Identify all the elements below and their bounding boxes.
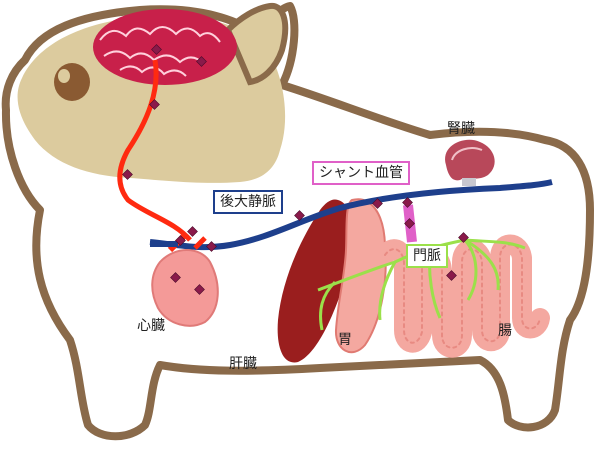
label-caudal-vena-cava: 後大静脈 <box>213 190 283 214</box>
stomach-organ <box>334 198 387 354</box>
eye-highlight <box>58 69 70 83</box>
label-shunt-vessel: シャント血管 <box>312 161 410 185</box>
label-stomach: 胃 <box>338 332 352 348</box>
eye <box>54 63 90 101</box>
markers <box>122 44 469 295</box>
label-portal-vein: 門脈 <box>406 244 448 268</box>
artery <box>117 59 192 242</box>
ear <box>224 2 289 86</box>
intestine-organ <box>375 234 550 358</box>
liver-organ <box>277 199 354 363</box>
kidney-organ <box>445 139 495 186</box>
label-kidney: 腎臓 <box>447 121 475 137</box>
label-liver: 肝臓 <box>229 356 257 372</box>
label-intestine: 腸 <box>498 323 512 339</box>
brain <box>93 9 237 85</box>
label-heart: 心臓 <box>137 318 165 334</box>
